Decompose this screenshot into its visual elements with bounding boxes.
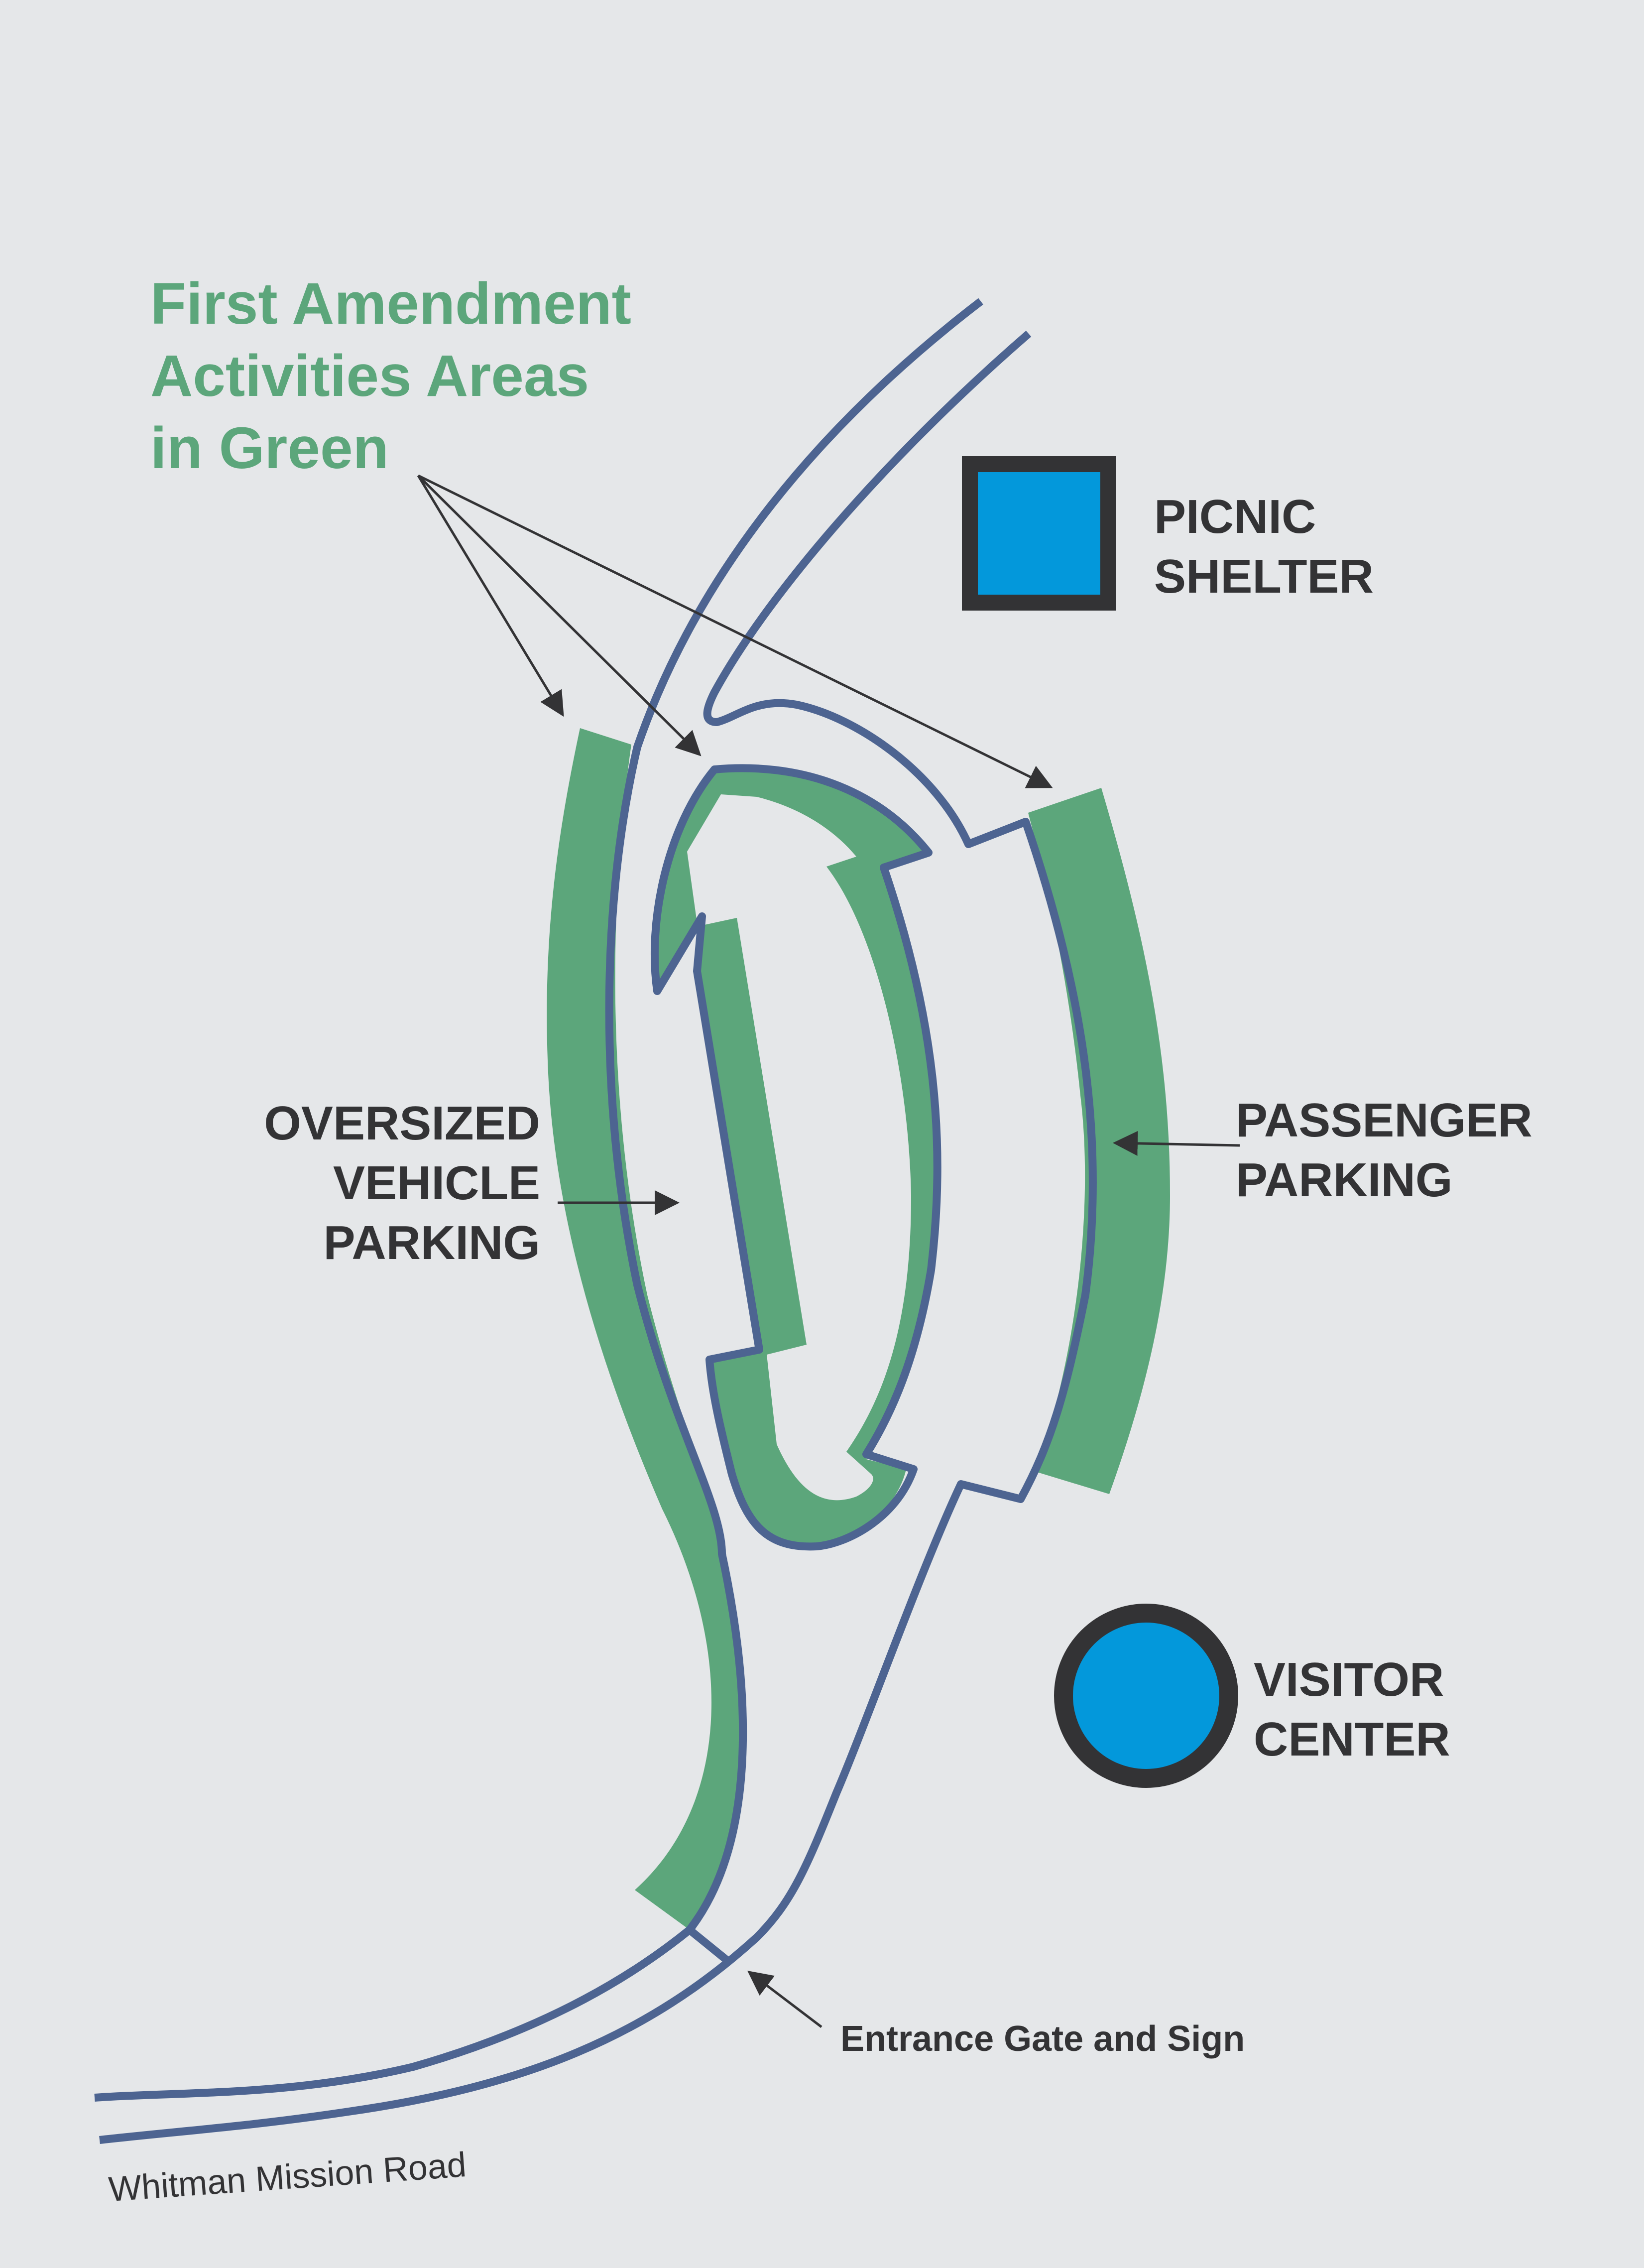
arrow-to-east-green-area bbox=[417, 474, 1053, 788]
map-title: First Amendment Activities Areas in Gree… bbox=[150, 271, 631, 481]
leader-arrows bbox=[417, 474, 1240, 2028]
title-line-3: in Green bbox=[150, 415, 389, 481]
picnic-shelter: PICNIC SHELTER bbox=[962, 456, 1374, 611]
picnic-shelter-label-line-1: PICNIC bbox=[1154, 490, 1316, 543]
entrance-gate-line bbox=[687, 1926, 732, 1966]
title-line-1: First Amendment bbox=[150, 271, 631, 337]
oversized-label-line-3: PARKING bbox=[323, 1216, 540, 1269]
main-road-west-edge bbox=[94, 298, 983, 2102]
passenger-label-line-2: PARKING bbox=[1236, 1153, 1453, 1207]
square-building-icon bbox=[962, 456, 1116, 611]
circle-building-icon bbox=[1054, 1604, 1238, 1788]
oversized-label-line-1: OVERSIZED bbox=[264, 1097, 540, 1150]
visitor-center: VISITOR CENTER bbox=[1054, 1604, 1450, 1788]
title-line-2: Activities Areas bbox=[150, 343, 589, 409]
oversized-label-line-2: VEHICLE bbox=[333, 1156, 540, 1210]
passenger-label-line-1: PASSENGER bbox=[1236, 1094, 1532, 1147]
main-road-east-edge bbox=[99, 330, 1097, 2144]
visitor-center-label-line-1: VISITOR bbox=[1254, 1653, 1444, 1706]
west-roadside-green-area bbox=[547, 728, 742, 1930]
arrow-to-west-green-area bbox=[417, 475, 564, 717]
arrow-to-passenger-parking bbox=[1113, 1131, 1240, 1156]
picnic-shelter-label-line-2: SHELTER bbox=[1154, 550, 1374, 603]
entrance-gate-label: Entrance Gate and Sign bbox=[840, 2019, 1245, 2059]
center-island-green-area bbox=[655, 768, 938, 1547]
arrow-to-center-green-area bbox=[417, 475, 702, 756]
roads-and-parking-outlines bbox=[94, 298, 1097, 2144]
parking-loop-edge bbox=[650, 764, 941, 1551]
visitor-center-label-line-2: CENTER bbox=[1254, 1713, 1450, 1766]
oversized-vehicle-parking-label: OVERSIZED VEHICLE PARKING bbox=[264, 1097, 540, 1269]
passenger-parking-label: PASSENGER PARKING bbox=[1236, 1094, 1532, 1207]
arrow-to-entrance-gate bbox=[747, 1970, 822, 2028]
